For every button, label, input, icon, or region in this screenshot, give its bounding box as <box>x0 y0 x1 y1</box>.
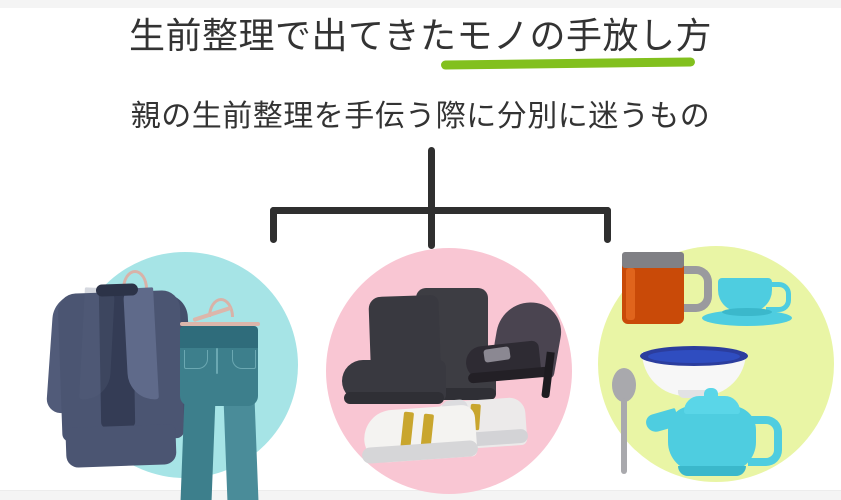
category-shoes <box>318 240 588 500</box>
jeans-right-pocket <box>232 350 256 369</box>
jeans-left-leg <box>179 397 216 500</box>
bowl-interior <box>648 350 740 363</box>
teapot-base <box>678 466 746 476</box>
category-tableware <box>590 240 840 500</box>
page-title: 生前整理で出てきたモノの手放し方 <box>129 14 712 70</box>
teapot-illustration <box>668 406 756 472</box>
teacup-and-saucer-illustration <box>718 278 772 312</box>
title-container: 生前整理で出てきたモノの手放し方 <box>0 14 841 70</box>
connector-drop-right <box>604 207 611 243</box>
teapot-handle <box>748 416 782 466</box>
bracket-connector <box>0 140 841 250</box>
jacket-hem <box>65 424 177 468</box>
category-clothes <box>30 240 300 500</box>
jeans-right-leg <box>223 397 260 500</box>
illustration-row <box>0 240 841 500</box>
page-title-text: 生前整理で出てきたモノの手放し方 <box>129 15 712 56</box>
connector-horizontal-bar <box>270 207 611 214</box>
mug-rim <box>622 252 684 268</box>
title-underline-stroke <box>440 57 696 70</box>
page-subtitle: 親の生前整理を手伝う際に分別に迷うもの <box>130 100 711 133</box>
teacup-handle <box>766 282 791 312</box>
jeans-left-pocket <box>184 350 208 369</box>
hanger-hook-icon-jeans <box>208 298 234 317</box>
mug-handle <box>676 266 712 312</box>
teapot-lid <box>684 396 740 414</box>
boot-front-sole <box>344 392 444 404</box>
hanger-hook-icon <box>122 270 148 289</box>
spoon-illustration <box>612 368 636 402</box>
jeans-fly-seam <box>216 348 218 374</box>
subtitle-container: 親の生前整理を手伝う際に分別に迷うもの <box>0 98 841 136</box>
mug-highlight <box>626 268 635 320</box>
teacup-saucer-well <box>722 308 772 316</box>
jacket-collar <box>95 283 139 297</box>
teapot-lid-knob <box>704 388 718 400</box>
connector-stem <box>428 147 435 249</box>
hanger-bar-jeans <box>180 322 260 326</box>
jeans-waistband <box>180 326 258 348</box>
connector-drop-left <box>270 207 277 243</box>
top-edge-band <box>0 0 841 8</box>
spoon-handle <box>621 398 627 474</box>
bowl-foot <box>678 390 710 398</box>
